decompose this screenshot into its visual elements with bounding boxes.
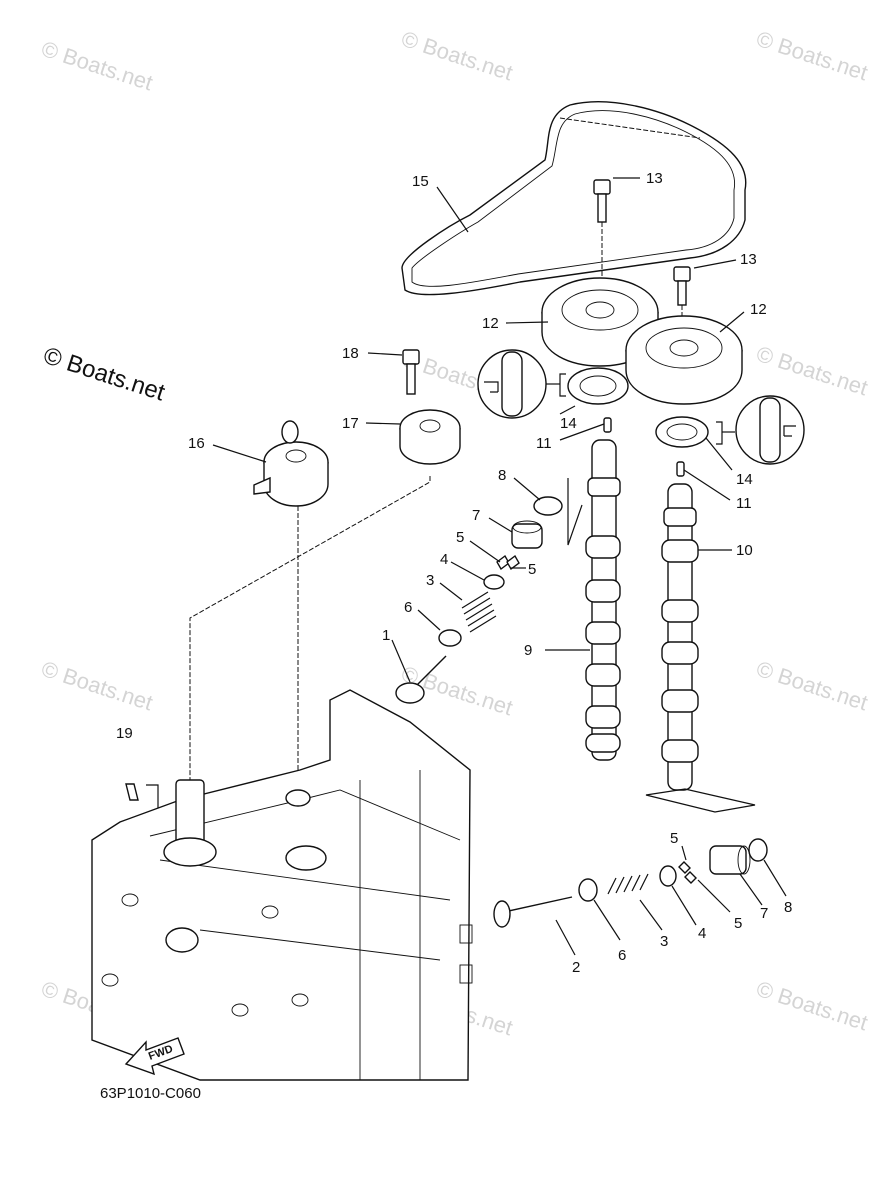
callout-12: 12 [482, 315, 499, 332]
callout-18: 18 [342, 345, 359, 362]
valve-cotter-5-lower [678, 861, 697, 884]
crank-pulley [399, 409, 461, 465]
valve-cotter-5-upper [496, 554, 520, 571]
dowel-pin-left [603, 417, 612, 433]
oil-seal-right [655, 416, 709, 448]
callout-8: 8 [784, 899, 792, 916]
callout-5: 5 [528, 561, 536, 578]
valve-lifter-7-lower [709, 845, 751, 875]
bolt-18 [402, 349, 420, 395]
watermark: © Boats.net [38, 656, 155, 715]
callout-6: 6 [404, 599, 412, 616]
callout-7: 7 [760, 905, 768, 922]
callout-1: 1 [382, 627, 390, 644]
camshaft-9 [585, 439, 621, 761]
callout-12: 12 [750, 301, 767, 318]
watermark: © Boats.net [753, 976, 869, 1035]
valve-lifter-7-upper [511, 520, 543, 549]
camshaft-pulley-right [625, 315, 743, 405]
timing-belt [401, 101, 747, 296]
spring-retainer-4-upper [483, 574, 505, 590]
forward-arrow-icon: FWD [124, 1037, 185, 1076]
callout-13: 13 [740, 251, 757, 268]
callout-14: 14 [560, 415, 577, 432]
callout-9: 9 [524, 642, 532, 659]
callout-3: 3 [426, 572, 434, 589]
callout-10: 10 [736, 542, 753, 559]
belt-tensioner [253, 420, 329, 790]
watermark: © Boats.net [753, 341, 869, 400]
callout-14: 14 [736, 471, 753, 488]
callout-19: 19 [116, 725, 133, 742]
callout-11: 11 [536, 435, 552, 452]
watermark: © Boats.net [753, 26, 869, 85]
watermark: © Boats.net [38, 36, 155, 95]
callout-8: 8 [498, 467, 506, 484]
camshaft-bracket-lines [567, 478, 756, 813]
valve-1 [395, 655, 447, 704]
callout-3: 3 [660, 933, 668, 950]
callouts: 15 13 13 12 12 18 17 16 14 11 14 11 10 8… [116, 170, 792, 976]
dowel-pin-right [676, 461, 685, 477]
callout-5: 5 [670, 830, 678, 847]
camshaft-10 [661, 483, 699, 791]
callout-7: 7 [472, 507, 480, 524]
valve-shim-8-lower [748, 838, 768, 862]
seal-detail-inset-left [477, 349, 566, 419]
diagram-code: 63P1010-C060 [100, 1085, 201, 1102]
callout-2: 2 [572, 959, 580, 976]
cylinder-head-block [91, 689, 473, 1081]
valve-spring-3-lower [607, 873, 649, 895]
watermark: © Boats.net [398, 26, 515, 85]
callout-16: 16 [188, 435, 205, 452]
callout-11: 11 [736, 495, 752, 512]
callout-17: 17 [342, 415, 359, 432]
callout-6: 6 [618, 947, 626, 964]
callout-5: 5 [734, 915, 742, 932]
valve-shim-8-upper [533, 496, 563, 516]
valve-stem-seal-6-upper [438, 629, 462, 647]
callout-4: 4 [440, 551, 448, 568]
valve-spring-3-upper [461, 591, 497, 633]
callout-13: 13 [646, 170, 663, 187]
callout-4: 4 [698, 925, 706, 942]
oil-seal-left [567, 367, 629, 405]
valve-2 [493, 896, 573, 928]
leader-lines [212, 177, 787, 956]
watermark: © Boats.net [753, 656, 869, 715]
alignment-line [189, 476, 431, 790]
callout-15: 15 [412, 173, 429, 190]
spring-retainer-4-lower [659, 865, 677, 887]
callout-5: 5 [456, 529, 464, 546]
watermark-main: © Boats.net [40, 342, 168, 407]
seal-detail-inset-right [716, 395, 805, 465]
valve-stem-seal-6-lower [578, 878, 598, 902]
